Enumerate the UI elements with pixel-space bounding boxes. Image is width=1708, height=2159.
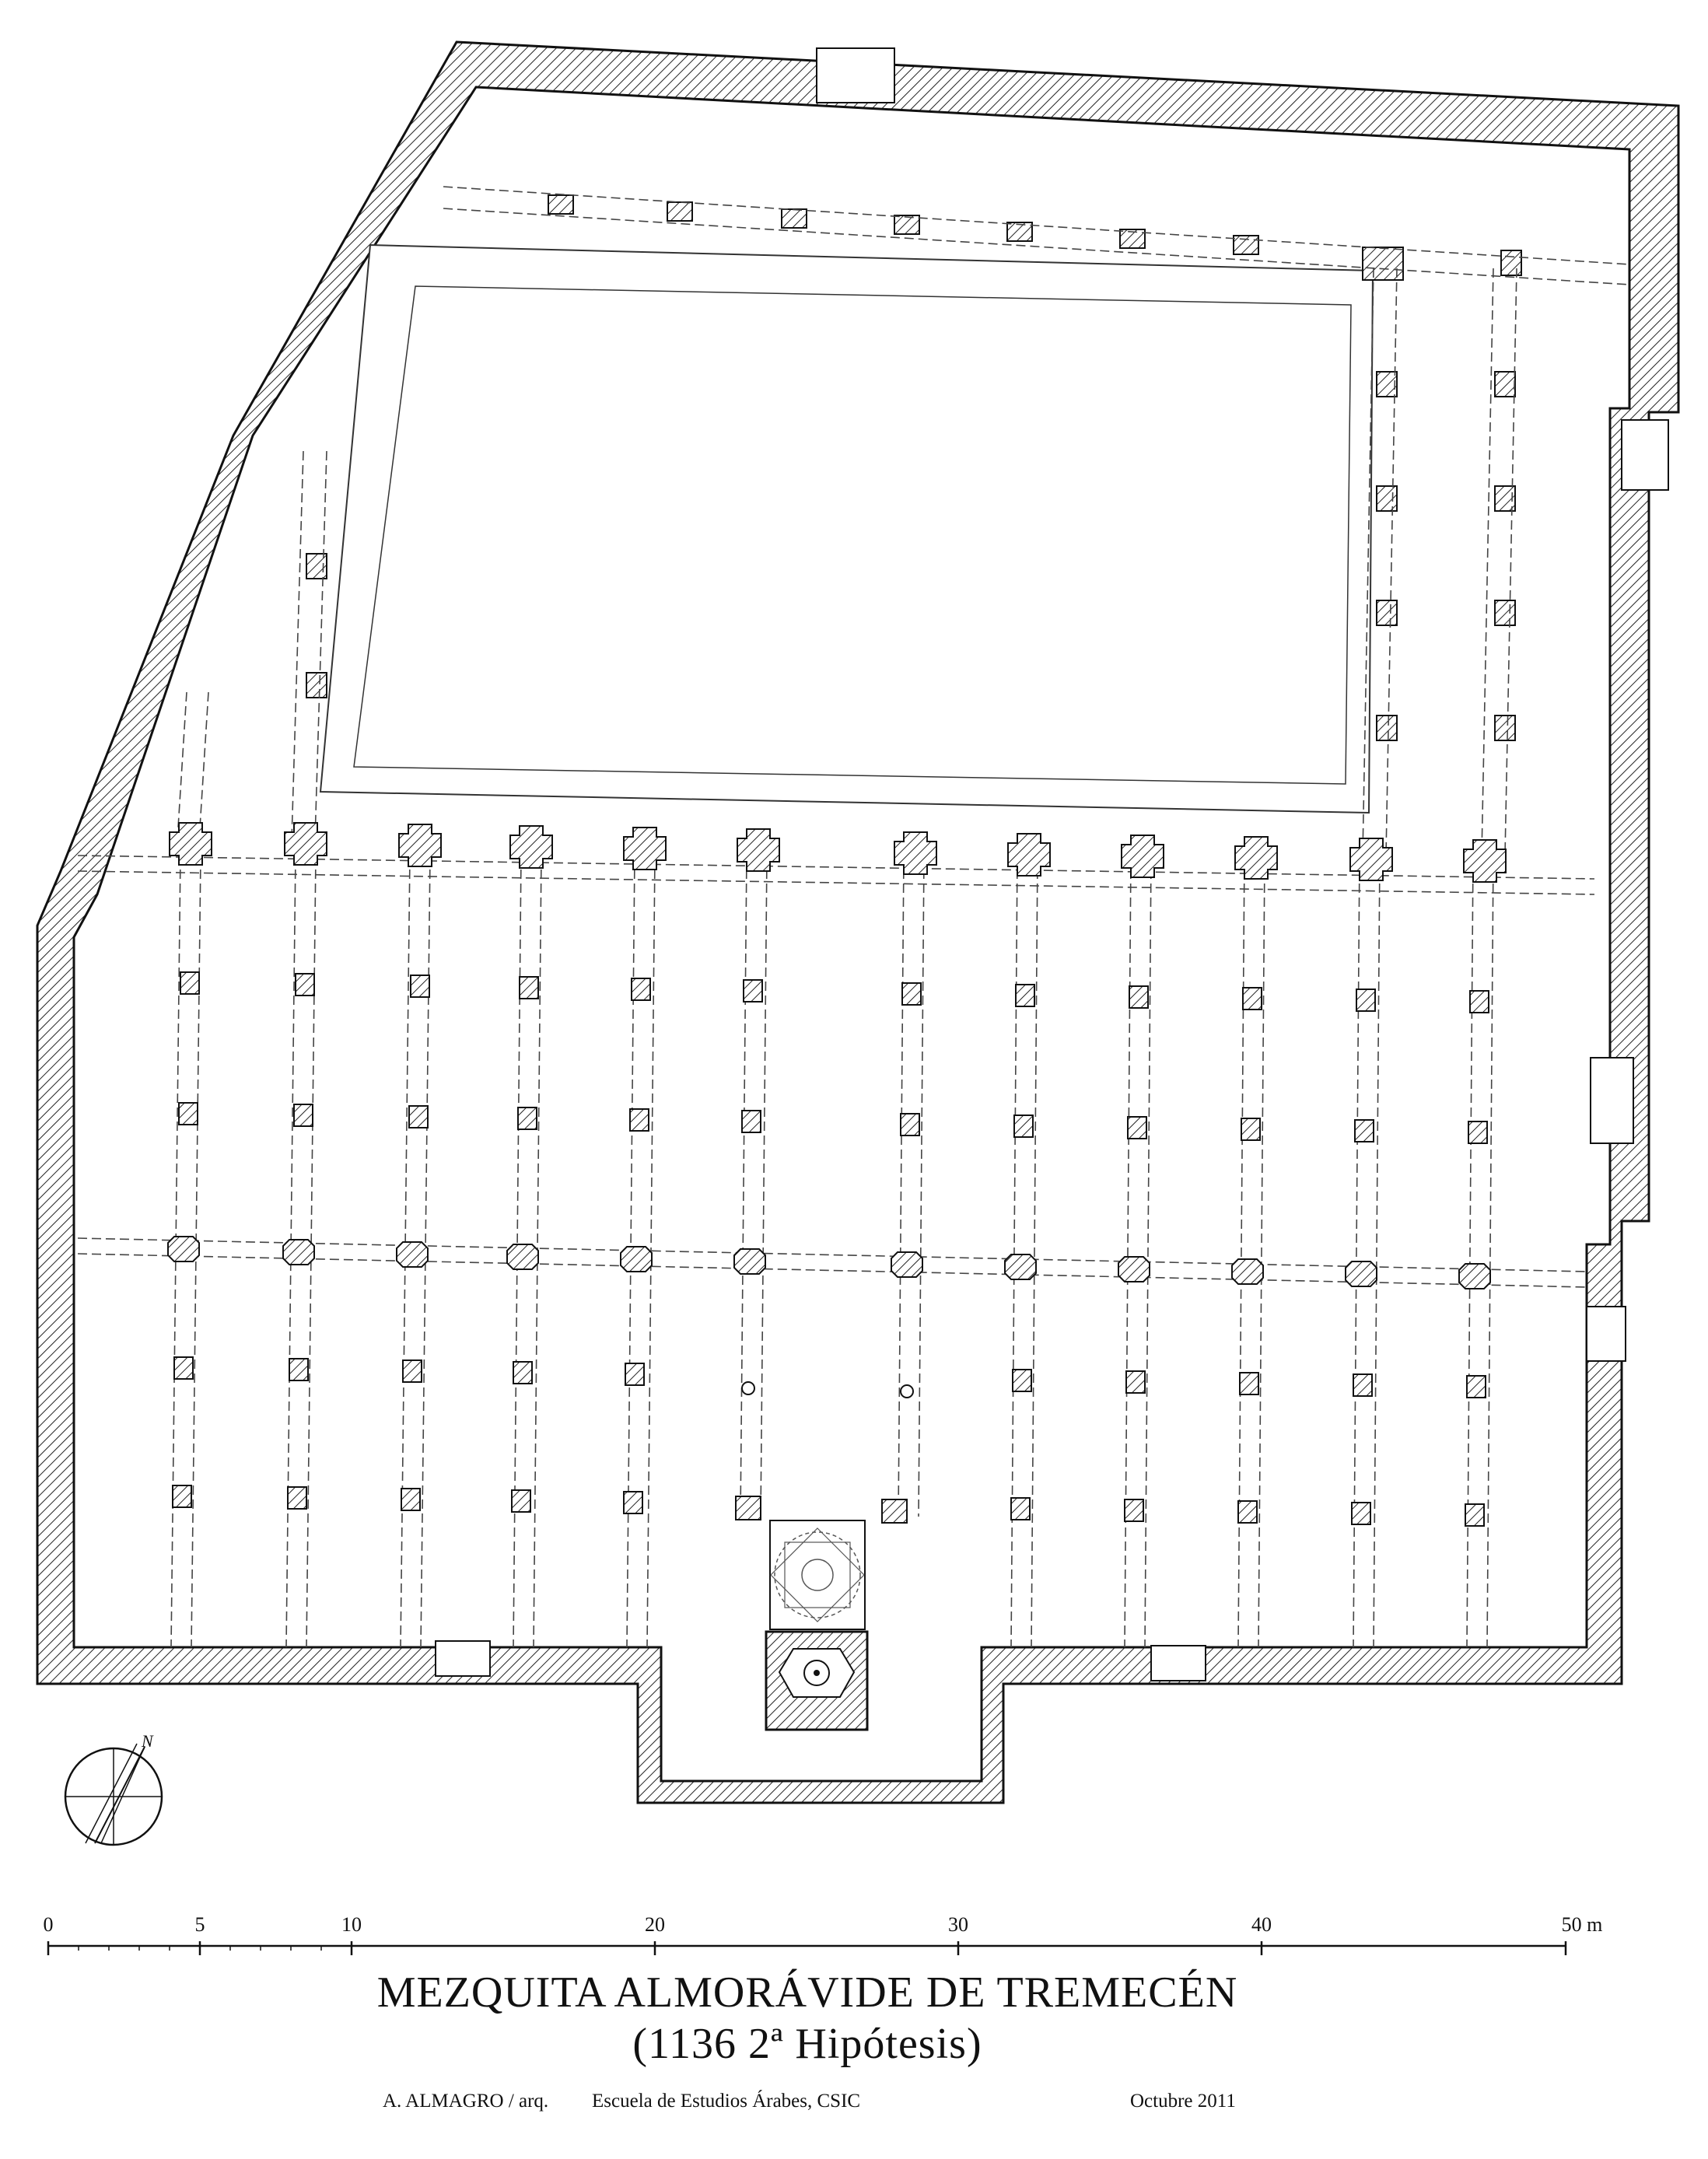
north-label: N	[141, 1731, 154, 1751]
scale-tick-5: 5	[194, 1913, 205, 1936]
scale-tick-10: 10	[341, 1913, 362, 1936]
scale-tick-20: 20	[645, 1913, 665, 1936]
institution-credit: Escuela de Estudios Árabes, CSIC	[592, 2091, 861, 2112]
arcade-lines	[77, 186, 1630, 1288]
prayer-hall-columns	[172, 971, 1489, 1527]
scale-tick-30: 30	[948, 1913, 968, 1936]
date-credit: Octubre 2011	[1130, 2091, 1236, 2112]
facade-piers	[169, 822, 1507, 883]
plan-title: MEZQUITA ALMORÁVIDE DE TREMECÉN	[376, 1968, 1238, 2017]
scale-tick-0: 0	[43, 1913, 54, 1936]
courtyard	[319, 243, 1374, 814]
north-indicator	[64, 1743, 163, 1846]
doorways	[435, 47, 1669, 1681]
dome-pattern	[769, 1520, 866, 1630]
plan-subtitle: (1136 2ª Hipótesis)	[632, 2020, 982, 2068]
scale-bar	[47, 1941, 1567, 1955]
octagonal-piers	[167, 1236, 1491, 1289]
courtyard-columns	[306, 194, 1522, 741]
scale-tick-40: 40	[1251, 1913, 1272, 1936]
scale-tick-50: 50 m	[1561, 1913, 1603, 1936]
outer-wall	[36, 40, 1680, 1804]
author-credit: A. ALMAGRO / arq.	[383, 2091, 549, 2112]
